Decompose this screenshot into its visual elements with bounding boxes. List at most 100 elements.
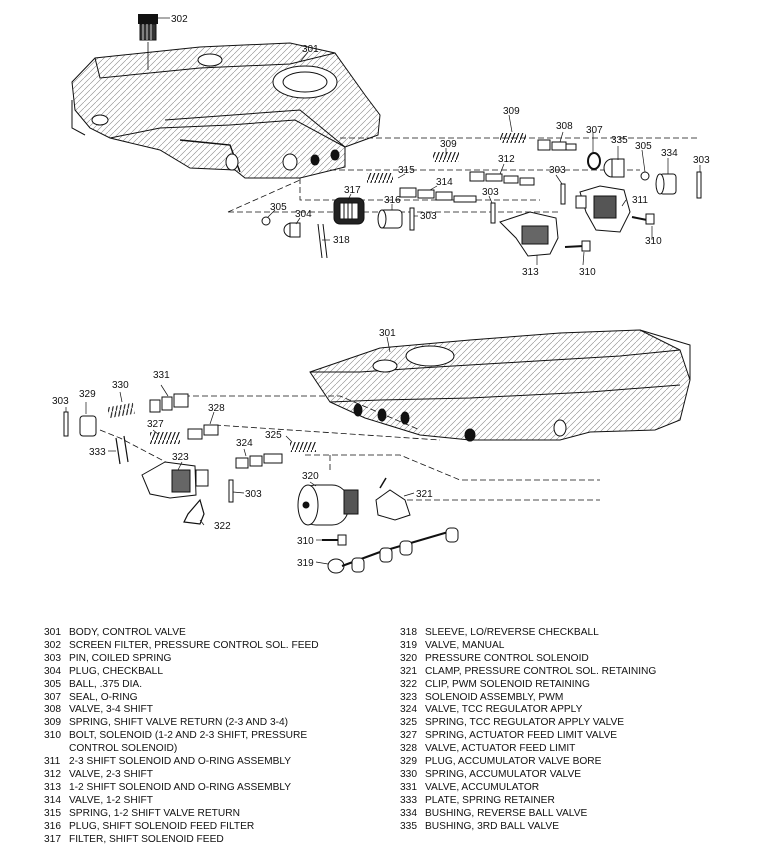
- legend-description: CLIP, PWM SOLENOID RETAINING: [425, 678, 590, 690]
- legend-description: CLAMP, PRESSURE CONTROL SOL. RETAINING: [425, 665, 657, 677]
- legend-item: 322 CLIP, PWM SOLENOID RETAINING: [400, 679, 750, 692]
- callout-301: 301: [302, 44, 319, 55]
- legend-number: 320: [400, 652, 417, 664]
- control-valve-body-lower: [309, 329, 691, 442]
- callout-314: 314: [436, 177, 453, 188]
- callout-303: 303: [482, 187, 499, 198]
- legend-description: SLEEVE, LO/REVERSE CHECKBALL: [425, 627, 599, 638]
- legend-number: 313: [44, 781, 61, 793]
- callout-327: 327: [147, 419, 164, 430]
- legend-number: 312: [44, 768, 61, 780]
- lower-parts: [63, 393, 600, 574]
- legend-number: 318: [400, 627, 417, 638]
- legend-description: BODY, CONTROL VALVE: [69, 627, 186, 638]
- legend-number: 304: [44, 665, 61, 677]
- legend-number: 305: [44, 678, 61, 690]
- legend-description: SPRING, ACTUATOR FEED LIMIT VALVE: [425, 730, 618, 742]
- callout-305: 305: [270, 202, 287, 213]
- callout-309: 309: [440, 139, 457, 150]
- legend-description: PIN, COILED SPRING: [69, 652, 172, 664]
- legend-number: 322: [400, 678, 417, 690]
- legend-item: 303 PIN, COILED SPRING: [44, 653, 389, 666]
- legend-description: SCREEN FILTER, PRESSURE CONTROL SOL. FEE…: [69, 639, 319, 651]
- legend-number: 321: [400, 665, 417, 677]
- legend-number: 302: [44, 639, 61, 651]
- callout-302: 302: [171, 14, 188, 25]
- callout-322: 322: [214, 521, 231, 532]
- control-valve-body-upper: [71, 42, 381, 179]
- callout-329: 329: [79, 389, 96, 400]
- callout-301: 301: [379, 328, 396, 339]
- legend-item: 329 PLUG, ACCUMULATOR VALVE BORE: [400, 756, 750, 769]
- callout-323: 323: [172, 452, 189, 463]
- legend-description: VALVE, TCC REGULATOR APPLY: [425, 704, 583, 716]
- callout-labels: 302 301 309 308 307 335 305 334 303 309 …: [52, 14, 710, 569]
- legend-description: VALVE, 1-2 SHIFT: [69, 794, 153, 806]
- legend-number: 325: [400, 717, 417, 729]
- callout-310: 310: [579, 267, 596, 278]
- legend-description: BALL, .375 DIA.: [69, 678, 143, 690]
- upper-parts: [227, 133, 702, 259]
- callout-310: 310: [645, 236, 662, 247]
- callout-325: 325: [265, 430, 282, 441]
- legend-number: 319: [400, 639, 417, 651]
- legend-description: PLUG, ACCUMULATOR VALVE BORE: [425, 756, 602, 768]
- legend-item: 317 FILTER, SHIFT SOLENOID FEED: [44, 834, 389, 847]
- legend-description: VALVE, ACCUMULATOR: [425, 781, 540, 793]
- callout-305: 305: [635, 141, 652, 152]
- parts-legend-left: 301 BODY, CONTROL VALVE 302 SCREEN FILTER, …: [44, 627, 389, 846]
- legend-description: FILTER, SHIFT SOLENOID FEED: [69, 833, 224, 845]
- callout-303: 303: [549, 165, 566, 176]
- legend-item: 319 VALVE, MANUAL: [400, 640, 750, 653]
- legend-number: 329: [400, 756, 417, 768]
- legend-number: 307: [44, 691, 61, 703]
- legend-item: 305 BALL, .375 DIA.: [44, 679, 389, 692]
- legend-number: 309: [44, 717, 61, 729]
- legend-description: BUSHING, REVERSE BALL VALVE: [425, 807, 588, 819]
- callout-335: 335: [611, 135, 628, 146]
- legend-number: 335: [400, 820, 417, 832]
- leader-lines: [65, 17, 701, 565]
- legend-number: 327: [400, 730, 417, 742]
- callout-312: 312: [498, 154, 515, 165]
- legend-number: 333: [400, 794, 417, 806]
- legend-description: PLUG, SHIFT SOLENOID FEED FILTER: [69, 820, 255, 832]
- legend-number: 317: [44, 833, 61, 845]
- callout-315: 315: [398, 165, 415, 176]
- legend-item: 313 1-2 SHIFT SOLENOID AND O-RING ASSEMBL…: [44, 782, 389, 795]
- legend-item: 327 SPRING, ACTUATOR FEED LIMIT VALVE: [400, 730, 750, 743]
- legend-item: 302 SCREEN FILTER, PRESSURE CONTROL SOL. …: [44, 640, 389, 653]
- callout-318: 318: [333, 235, 350, 246]
- legend-number: 314: [44, 794, 61, 806]
- callout-308: 308: [556, 121, 573, 132]
- legend-number: 330: [400, 768, 417, 780]
- legend-number: 303: [44, 652, 61, 664]
- callout-320: 320: [302, 471, 319, 482]
- legend-description: VALVE, 3-4 SHIFT: [69, 704, 153, 716]
- legend-number: 328: [400, 743, 417, 755]
- exploded-view-diagram: 302 301 309 308 307 335 305 334 303 309 …: [52, 14, 710, 574]
- screen-filter-302: [138, 14, 158, 70]
- legend-description: SOLENOID ASSEMBLY, PWM: [425, 691, 564, 703]
- legend-item: 318 SLEEVE, LO/REVERSE CHECKBALL: [400, 627, 750, 640]
- legend-number: 301: [44, 627, 61, 638]
- callout-321: 321: [416, 489, 433, 500]
- callout-319: 319: [297, 558, 314, 569]
- legend-description: 1-2 SHIFT SOLENOID AND O-RING ASSEMBLY: [69, 781, 292, 793]
- callout-304: 304: [295, 209, 312, 220]
- legend-description: VALVE, MANUAL: [425, 639, 505, 651]
